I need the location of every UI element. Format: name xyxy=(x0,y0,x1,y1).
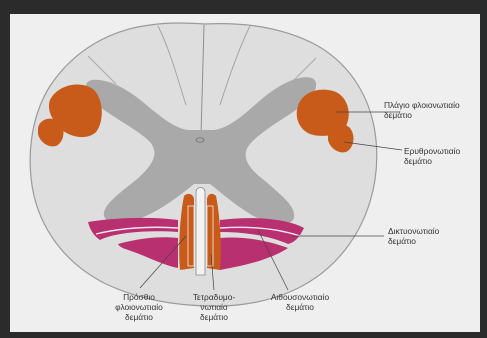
label-line: δεμάτιο xyxy=(384,110,460,120)
label-line: φλοιονωτιαίο xyxy=(104,302,174,312)
label-line: Αιθουσονωτιαίο xyxy=(262,292,338,302)
label-line: δεμάτιο xyxy=(184,312,244,322)
label-reticulospinal: Δικτυονωτιαίο δεμάτιο xyxy=(388,226,439,246)
label-tectospinal: Τετραδυμο- νωτιαίο δεμάτιο xyxy=(184,292,244,322)
label-line: Τετραδυμο- xyxy=(184,292,244,302)
label-line: Πλάγιο φλοιονωτιαίο xyxy=(384,100,460,110)
label-line: Ερυθρονωτιαίο xyxy=(404,146,460,156)
label-rubrospinal: Ερυθρονωτιαίο δεμάτιο xyxy=(404,146,460,166)
label-vestibulospinal: Αιθουσονωτιαίο δεμάτιο xyxy=(262,292,338,312)
ventral-median-fissure xyxy=(196,188,205,276)
label-line: δεμάτιο xyxy=(104,312,174,322)
tectospinal-tract-left xyxy=(188,206,194,266)
label-line: Πρόσθιο xyxy=(104,292,174,302)
label-line: δεμάτιο xyxy=(262,302,338,312)
tectospinal-tract-right xyxy=(207,206,213,266)
label-line: Δικτυονωτιαίο xyxy=(388,226,439,236)
label-line: δεμάτιο xyxy=(404,156,460,166)
label-lateral-corticospinal: Πλάγιο φλοιονωτιαίο δεμάτιο xyxy=(384,100,460,120)
label-anterior-corticospinal: Πρόσθιο φλοιονωτιαίο δεμάτιο xyxy=(104,292,174,322)
label-line: δεμάτιο xyxy=(388,236,439,246)
label-line: νωτιαίο xyxy=(184,302,244,312)
